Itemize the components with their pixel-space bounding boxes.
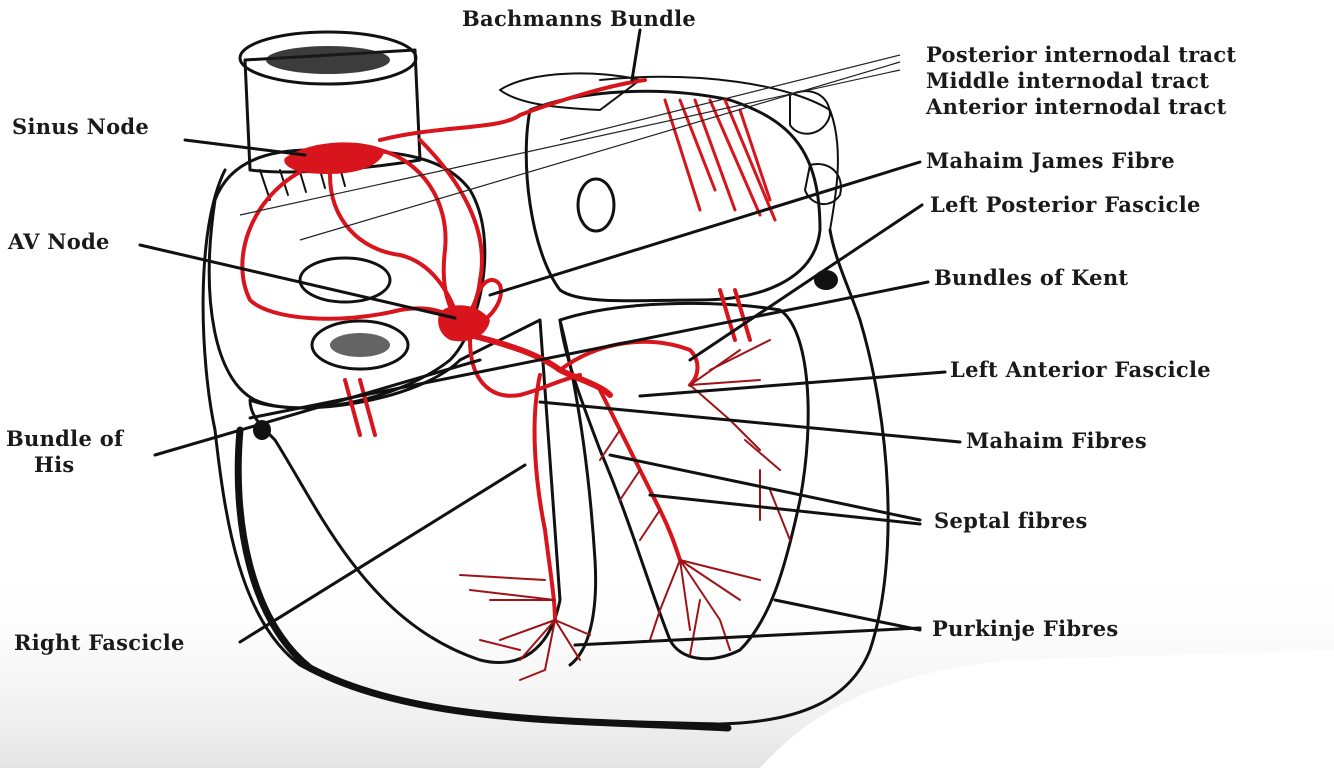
leader-septal-2 [648, 493, 922, 526]
label-middle-internodal-tract: Middle internodal tract [926, 68, 1210, 93]
label-mahaim-james-fibre: Mahaim James Fibre [926, 148, 1175, 173]
label-sinus-node: Sinus Node [12, 114, 150, 139]
left-ventricle [558, 301, 810, 667]
leader-septal-1 [608, 453, 922, 522]
label-left-anterior-fascicle: Left Anterior Fascicle [950, 357, 1211, 382]
label-septal-fibres: Septal fibres [934, 508, 1088, 533]
left-atrium [499, 72, 842, 303]
label-av-node: AV Node [8, 229, 110, 254]
leader-bachmanns [630, 28, 642, 82]
leader-av-node [138, 243, 457, 320]
label-mahaim-fibres: Mahaim Fibres [966, 428, 1147, 453]
conduction-system [240, 78, 791, 681]
label-bundle-of-his-line1: Bundle of [6, 426, 124, 451]
leader-sinus-node [183, 138, 307, 157]
leader-mahaim-james [488, 160, 922, 297]
leader-bundle-of-his [153, 358, 482, 457]
leader-lines [138, 28, 962, 647]
label-bundles-of-kent: Bundles of Kent [934, 265, 1129, 290]
label-purkinje-fibres: Purkinje Fibres [932, 616, 1119, 641]
heart-outline [201, 75, 890, 732]
label-right-fascicle: Right Fascicle [14, 630, 185, 655]
leader-mahaim-fibres [538, 400, 962, 444]
label-anterior-internodal-tract: Anterior internodal tract [926, 94, 1227, 119]
sinus-node-mark [284, 142, 385, 174]
leader-purkinje-2 [773, 598, 922, 632]
leader-left-anterior [638, 370, 947, 398]
leader-purkinje-1 [573, 626, 922, 647]
leader-anterior-internodal [239, 69, 901, 216]
label-bachmanns-bundle: Bachmanns Bundle [462, 6, 697, 31]
leader-posterior-internodal [559, 54, 901, 141]
leader-left-posterior [688, 203, 924, 362]
label-bundle-of-his-line2: His [34, 452, 75, 477]
leader-right-fascicle [238, 463, 527, 644]
label-left-posterior-fascicle: Left Posterior Fascicle [930, 192, 1201, 217]
label-posterior-internodal-tract: Posterior internodal tract [926, 42, 1237, 67]
